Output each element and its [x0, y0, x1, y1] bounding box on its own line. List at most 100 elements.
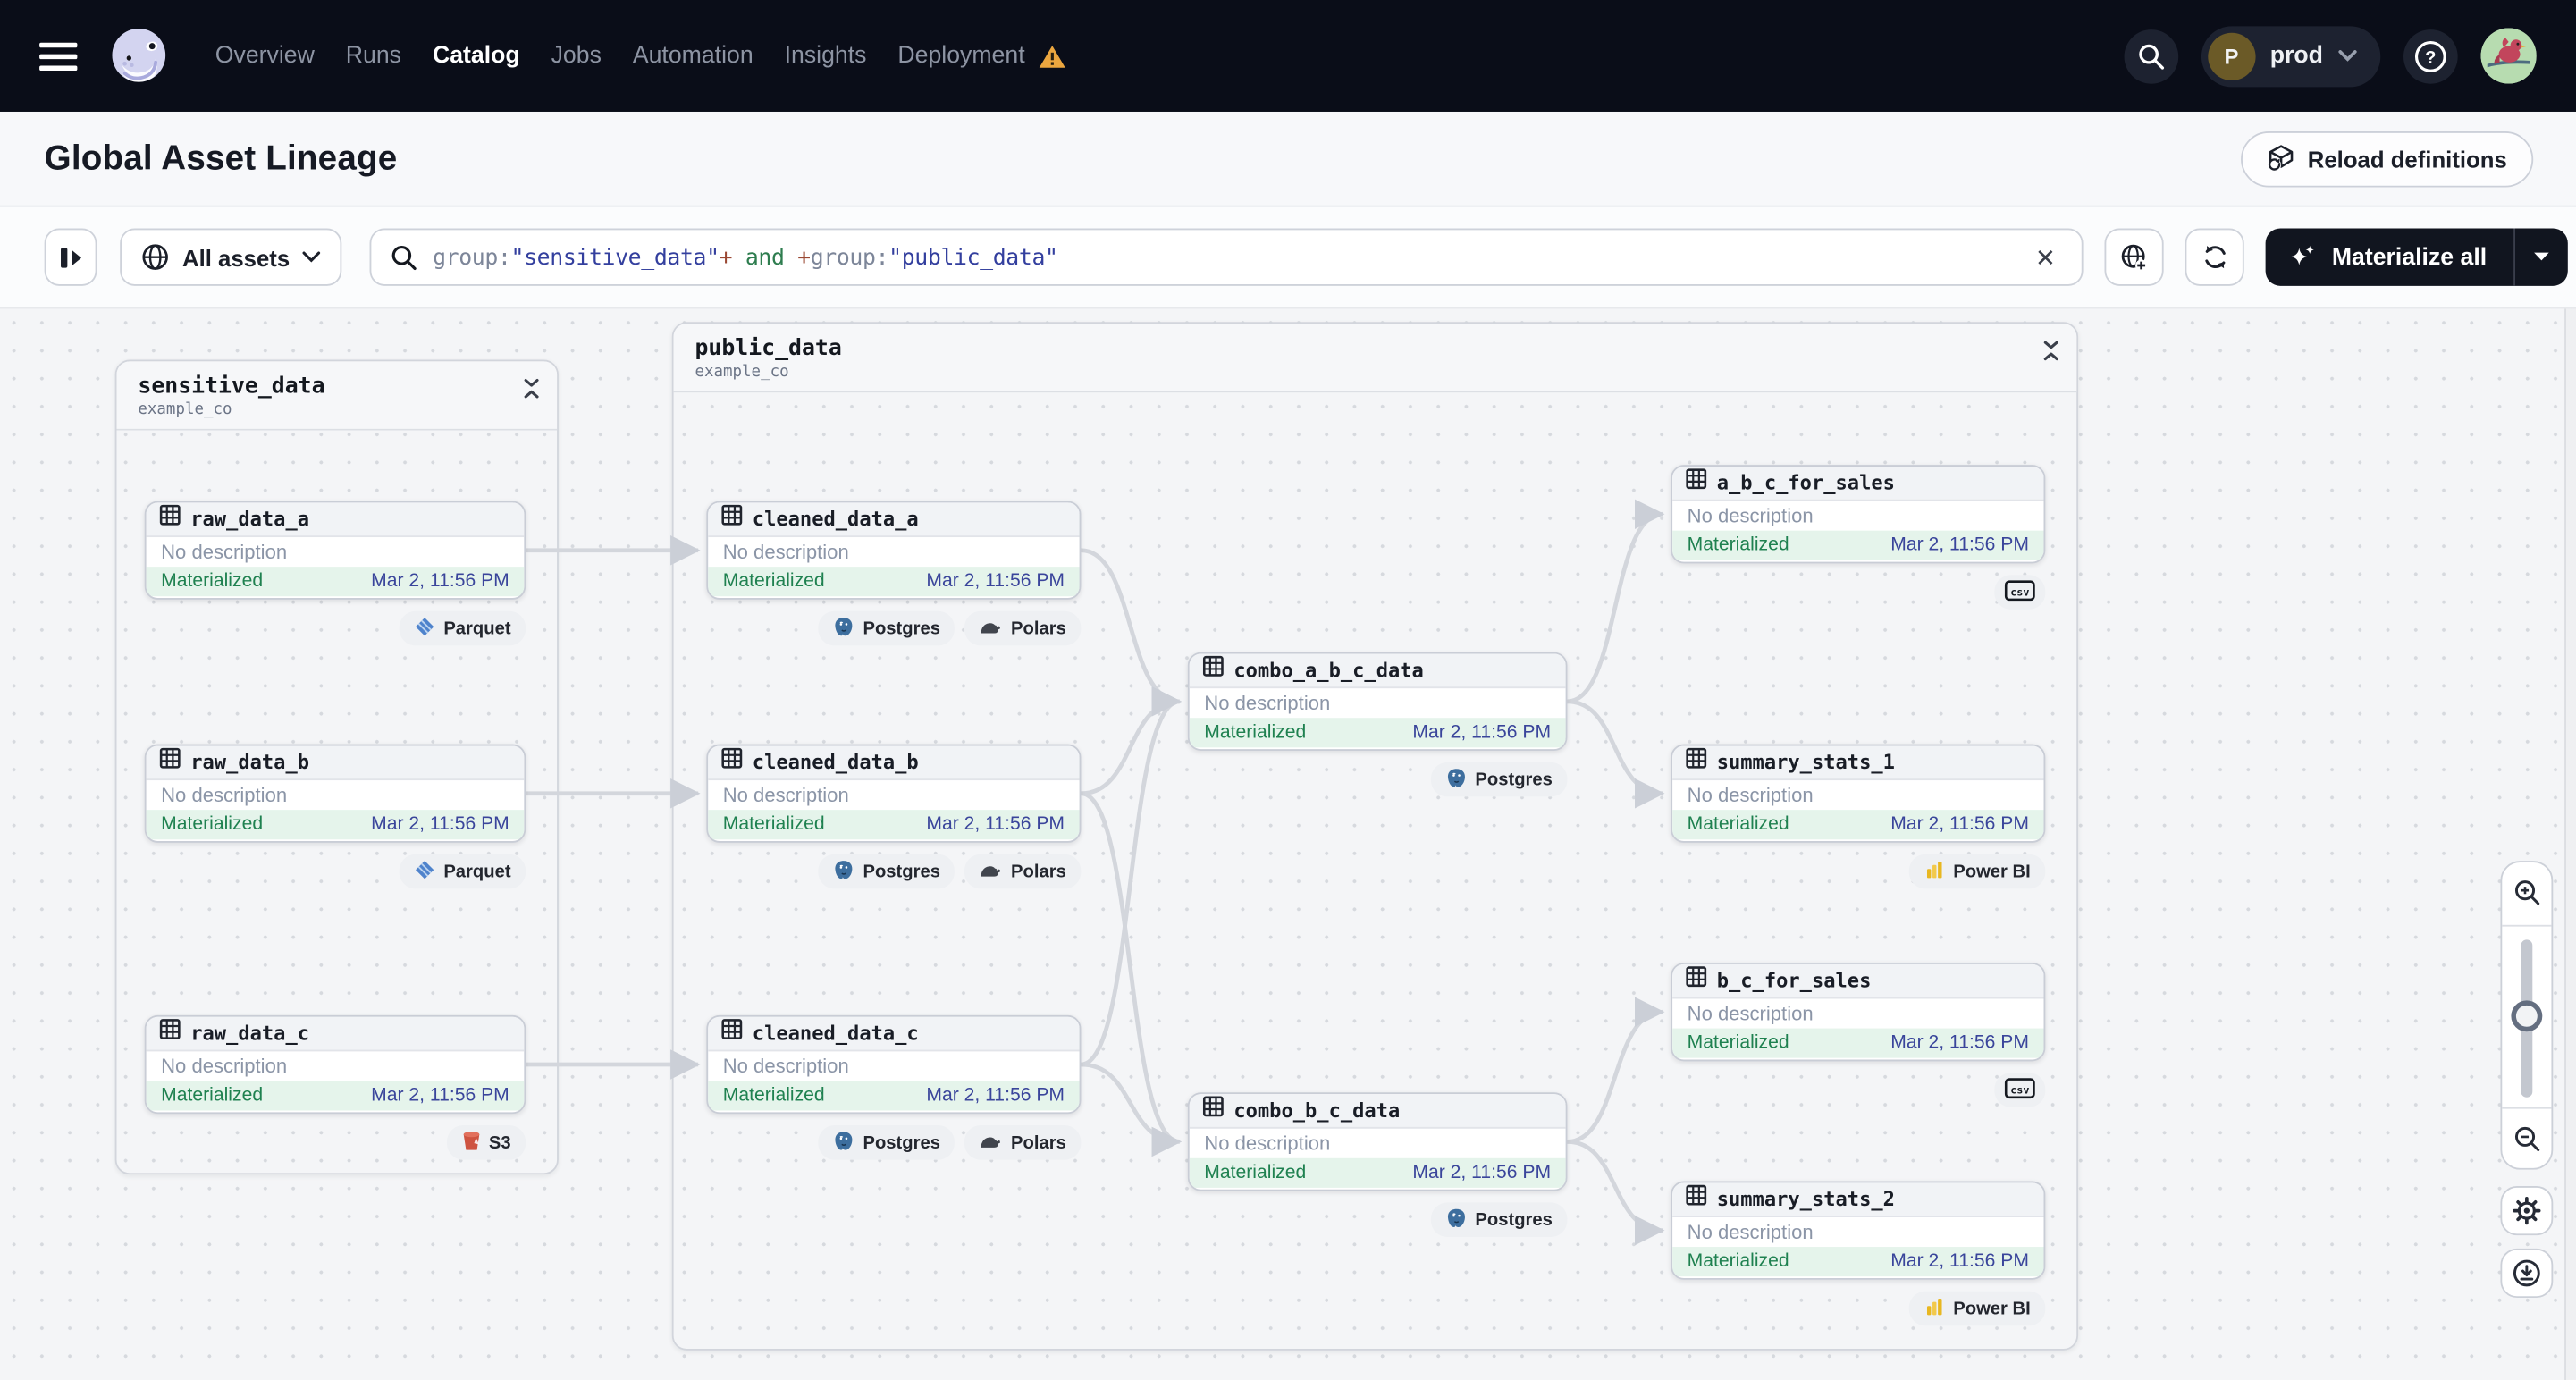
- asset-name: raw_data_c: [190, 1022, 310, 1045]
- tag-postgres[interactable]: Postgres: [818, 854, 955, 889]
- tag-label: Postgres: [1475, 770, 1553, 790]
- tag-label: Power BI: [1953, 862, 2031, 882]
- tag-postgres[interactable]: Postgres: [818, 1125, 955, 1160]
- tag-powerbi[interactable]: Power BI: [1908, 1291, 2046, 1326]
- asset-node-summary_stats_2[interactable]: summary_stats_2 No description Materiali…: [1671, 1181, 2046, 1280]
- polars-icon: [980, 617, 1003, 640]
- asset-node-cleaned_data_a[interactable]: cleaned_data_a No description Materializ…: [706, 501, 1082, 600]
- nav-item-insights[interactable]: Insights: [784, 42, 867, 70]
- postgres-icon: [833, 615, 854, 641]
- asset-group-sensitive_data: sensitive_data example_co: [114, 359, 559, 1175]
- menu-icon[interactable]: [39, 41, 78, 71]
- asset-status-row: Materialized Mar 2, 11:56 PM: [1189, 718, 1566, 748]
- zoom-in-button[interactable]: [2502, 862, 2551, 924]
- zoom-slider-thumb[interactable]: [2511, 999, 2543, 1031]
- nav-item-deployment[interactable]: Deployment: [897, 42, 1025, 70]
- nav-item-automation[interactable]: Automation: [632, 42, 753, 70]
- reload-cube-icon: [2268, 145, 2293, 172]
- tag-label: Parquet: [443, 862, 511, 882]
- page-header: Global Asset Lineage Reload definitions: [0, 111, 2576, 207]
- asset-status-row: Materialized Mar 2, 11:56 PM: [1672, 810, 2044, 840]
- tag-postgres[interactable]: Postgres: [1430, 762, 1568, 797]
- asset-node-header: raw_data_a: [146, 502, 525, 538]
- tag-polars[interactable]: Polars: [964, 1125, 1082, 1160]
- asset-scope-dropdown[interactable]: All assets: [120, 228, 342, 286]
- asset-name: cleaned_data_a: [752, 507, 919, 531]
- asset-node-raw_data_a[interactable]: raw_data_a No description Materialized M…: [144, 501, 526, 600]
- asset-node-header: combo_b_c_data: [1189, 1094, 1566, 1129]
- refresh-button[interactable]: [2185, 228, 2245, 286]
- help-icon[interactable]: ?: [2403, 29, 2458, 83]
- materialize-options-caret[interactable]: [2513, 228, 2568, 286]
- tag-polars[interactable]: Polars: [964, 610, 1082, 646]
- asset-description: No description: [161, 783, 288, 807]
- query-segment: +: [797, 243, 811, 271]
- asset-node-b_c_for_sales[interactable]: b_c_for_sales No description Materialize…: [1671, 963, 2046, 1062]
- collapse-group-icon[interactable]: [522, 378, 540, 419]
- reload-definitions-button[interactable]: Reload definitions: [2240, 130, 2534, 187]
- materialize-all-label: Materialize all: [2331, 243, 2488, 271]
- nav-links: Overview Runs Catalog Jobs Automation Insight…: [215, 43, 1066, 69]
- materialized-status: Materialized: [161, 571, 264, 592]
- query-segment: and: [732, 243, 798, 271]
- asset-node-summary_stats_1[interactable]: summary_stats_1 No description Materiali…: [1671, 744, 2046, 843]
- asset-node-raw_data_b[interactable]: raw_data_b No description Materialized M…: [144, 744, 526, 843]
- asset-description: No description: [161, 1055, 288, 1078]
- zoom-out-button[interactable]: [2502, 1109, 2551, 1167]
- download-view-button[interactable]: [2500, 1248, 2554, 1299]
- collapse-group-icon[interactable]: [2042, 340, 2060, 381]
- asset-node-a_b_c_for_sales[interactable]: a_b_c_for_sales No description Materiali…: [1671, 465, 2046, 564]
- materialized-timestamp: Mar 2, 11:56 PM: [1890, 535, 2029, 556]
- materialized-status: Materialized: [1687, 535, 1789, 556]
- tag-label: Postgres: [863, 1132, 941, 1153]
- tag-csv[interactable]: csv: [1994, 575, 2046, 610]
- tag-postgres[interactable]: Postgres: [818, 610, 955, 646]
- nav-item-catalog[interactable]: Catalog: [432, 42, 520, 70]
- asset-status-row: Materialized Mar 2, 11:56 PM: [1672, 1028, 2044, 1058]
- tag-parquet[interactable]: Parquet: [399, 610, 526, 646]
- dagster-logo-icon[interactable]: [105, 22, 173, 89]
- asset-search-input[interactable]: group:"sensitive_data"+ and +group:"publ…: [370, 228, 2084, 286]
- chevron-down-icon: [2338, 50, 2357, 62]
- postgres-icon: [833, 1130, 854, 1156]
- open-left-panel-button[interactable]: [44, 228, 97, 286]
- tag-label: Postgres: [863, 618, 941, 639]
- table-icon: [721, 747, 743, 777]
- asset-node-header: summary_stats_2: [1672, 1182, 2044, 1217]
- tag-csv[interactable]: csv: [1994, 1073, 2046, 1107]
- postgres-icon: [833, 858, 854, 884]
- deployment-switcher[interactable]: P prod: [2201, 25, 2381, 87]
- tag-postgres[interactable]: Postgres: [1430, 1202, 1568, 1238]
- graph-settings-button[interactable]: [2500, 1186, 2554, 1236]
- tag-parquet[interactable]: Parquet: [399, 854, 526, 889]
- lineage-canvas[interactable]: sensitive_data example_co public_data ex…: [0, 308, 2576, 1380]
- asset-node-combo_b_c_data[interactable]: combo_b_c_data No description Materializ…: [1187, 1092, 1568, 1191]
- query-segment: "public_data": [888, 243, 1058, 271]
- vertical-scrollbar[interactable]: [2564, 308, 2576, 1380]
- csv-icon: csv: [2004, 1077, 2035, 1103]
- tag-s3[interactable]: S3: [446, 1125, 526, 1160]
- clear-search-icon[interactable]: ✕: [2034, 243, 2057, 273]
- asset-node-cleaned_data_b[interactable]: cleaned_data_b No description Materializ…: [706, 744, 1082, 843]
- view-settings-globe-button[interactable]: [2105, 228, 2165, 286]
- materialize-all-button[interactable]: Materialize all: [2266, 228, 2568, 286]
- nav-item-overview[interactable]: Overview: [215, 42, 315, 70]
- materialized-status: Materialized: [1204, 722, 1307, 743]
- asset-name: cleaned_data_b: [752, 750, 919, 774]
- tag-powerbi[interactable]: Power BI: [1908, 854, 2046, 889]
- tag-polars[interactable]: Polars: [964, 854, 1082, 889]
- user-avatar[interactable]: [2480, 28, 2537, 84]
- chevron-down-icon: [303, 251, 321, 263]
- asset-node-raw_data_c[interactable]: raw_data_c No description Materialized M…: [144, 1014, 526, 1115]
- asset-status-row: Materialized Mar 2, 11:56 PM: [1672, 1247, 2044, 1277]
- asset-status-row: Materialized Mar 2, 11:56 PM: [708, 1081, 1080, 1111]
- group-title: sensitive_data: [138, 373, 325, 400]
- deployment-initial: P: [2207, 31, 2256, 80]
- nav-item-runs[interactable]: Runs: [345, 42, 402, 70]
- search-icon[interactable]: [2124, 29, 2178, 83]
- asset-node-cleaned_data_c[interactable]: cleaned_data_c No description Materializ…: [706, 1014, 1082, 1115]
- zoom-slider[interactable]: [2502, 926, 2551, 1108]
- caret-down-icon: [2533, 252, 2549, 261]
- asset-node-combo_a_b_c_data[interactable]: combo_a_b_c_data No description Material…: [1187, 652, 1568, 751]
- nav-item-jobs[interactable]: Jobs: [551, 42, 602, 70]
